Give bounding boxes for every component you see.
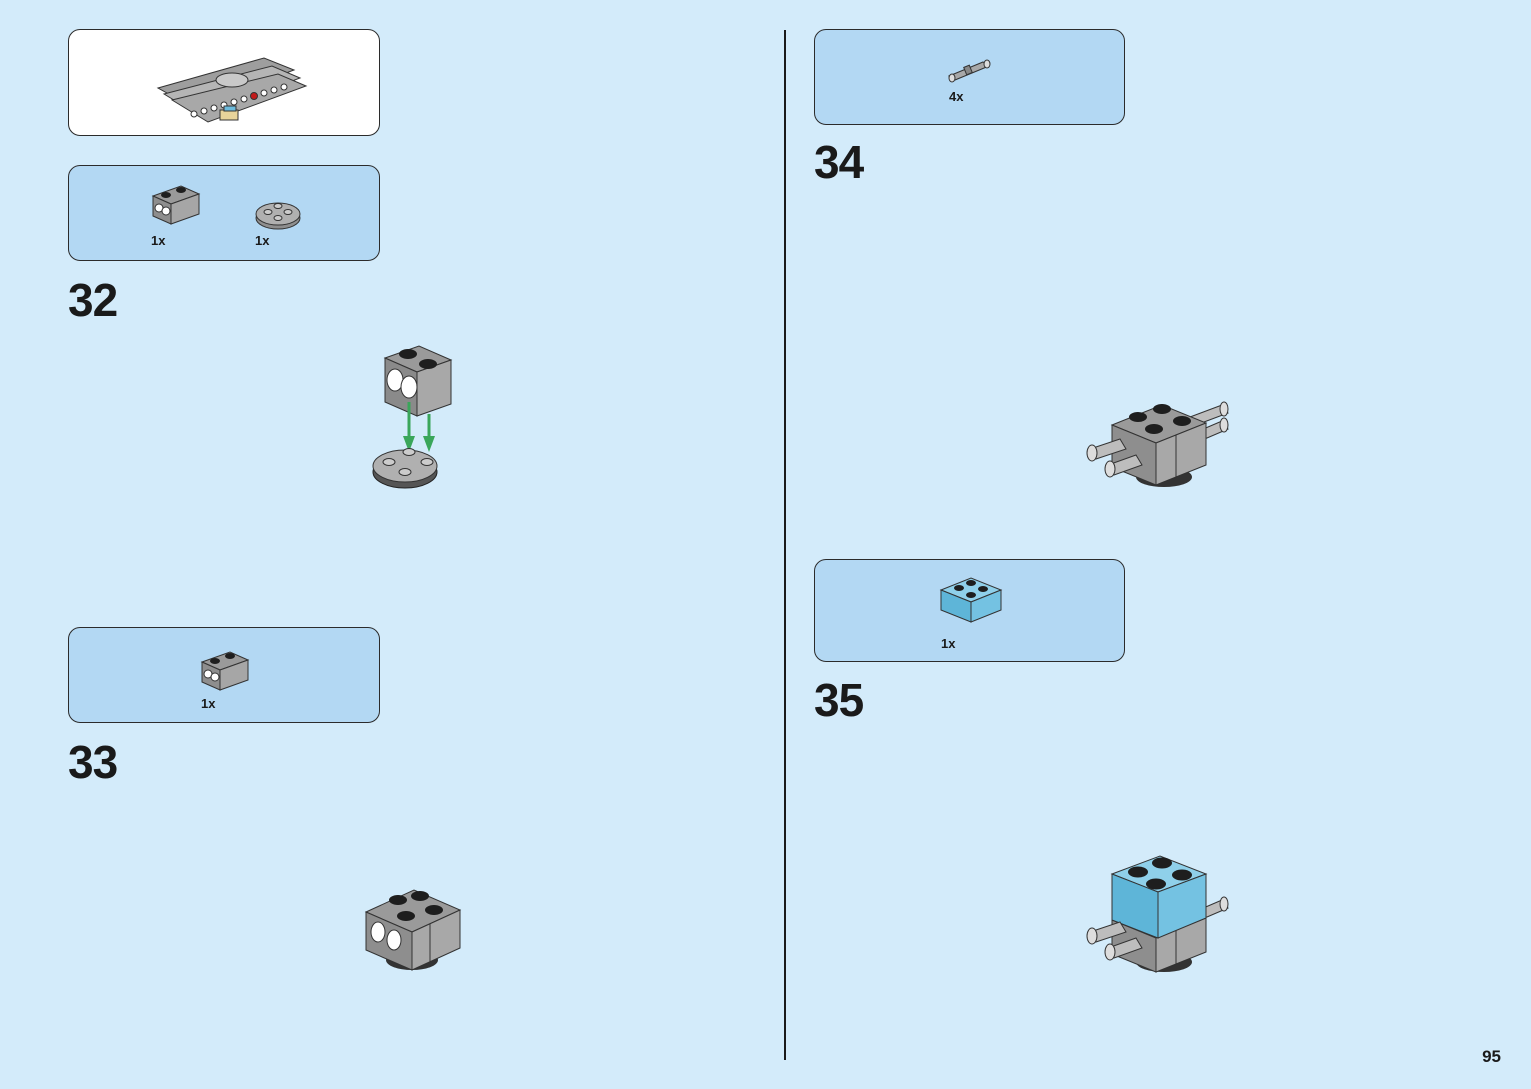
part-qty: 1x	[941, 636, 956, 651]
page-number: 95	[1482, 1047, 1501, 1066]
round-plate-2x2-icon	[255, 202, 301, 230]
parts-panel-step-34: 4x	[814, 29, 1125, 125]
technic-brick-1x2-holes-icon	[200, 651, 250, 691]
step-number: 34	[814, 136, 864, 188]
parts-panel-step-35: 1x	[814, 559, 1125, 662]
brick-2x2-azure-icon	[939, 577, 1003, 623]
part-qty: 1x	[201, 696, 216, 711]
step-34-assembly-illustration	[1086, 401, 1229, 487]
parts-panel-step-32: 1x 1x	[68, 165, 380, 261]
step-number: 35	[814, 674, 864, 726]
step-number: 32	[68, 274, 118, 326]
step-33-assembly-illustration	[364, 889, 462, 971]
technic-brick-1x2-holes-icon	[151, 185, 201, 225]
part-qty: 1x	[255, 233, 270, 248]
step-35-assembly-illustration	[1086, 855, 1229, 973]
technic-pin-icon	[947, 59, 991, 83]
step-32-assembly-illustration	[372, 345, 453, 489]
page-divider	[784, 30, 786, 1060]
part-qty: 4x	[949, 89, 964, 104]
tank-tread-submodel-icon	[156, 57, 308, 123]
part-qty: 1x	[151, 233, 166, 248]
step-number: 33	[68, 736, 118, 788]
submodel-callout	[68, 29, 380, 136]
parts-panel-step-33: 1x	[68, 627, 380, 723]
